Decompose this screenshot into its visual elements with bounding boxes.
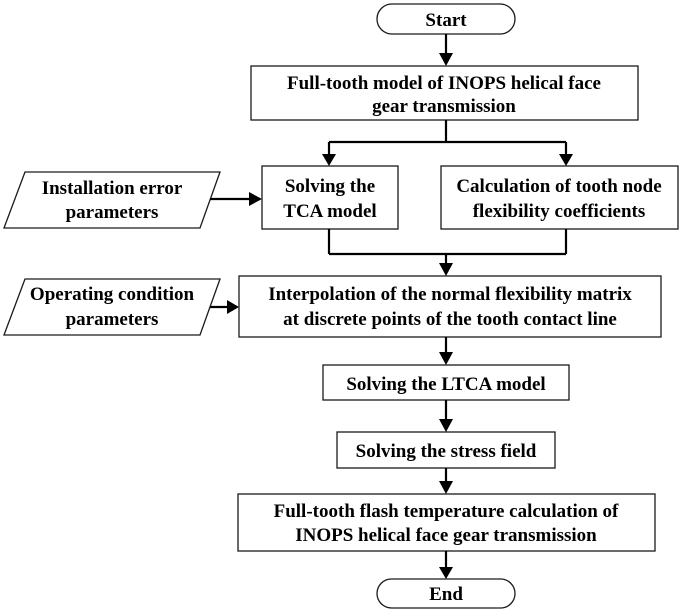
install-label-line2: parameters [66, 202, 159, 223]
operating-label-line1: Operating condition [30, 284, 195, 305]
operating-label-line2: parameters [66, 309, 159, 330]
arrowhead-flash [439, 481, 453, 494]
install-label-line1: Installation error [42, 178, 183, 199]
end-terminator [376, 578, 516, 609]
model-label-line1: Full-tooth model of INOPS helical face [287, 73, 601, 94]
end-label: End [429, 584, 463, 605]
arrowhead-install [249, 192, 262, 206]
ltca-process-box [322, 364, 570, 401]
stress-label: Solving the stress field [356, 441, 537, 462]
arrowhead-stress [439, 419, 453, 432]
arrowhead-end [439, 567, 453, 579]
tca-label-line2: TCA model [283, 201, 376, 222]
arrowhead-interp [439, 263, 453, 276]
interp-label-line1: Interpolation of the normal flexibility … [268, 284, 632, 305]
arrowhead-tca [322, 154, 336, 166]
flash-process-box [237, 493, 656, 552]
flex-process-box [440, 165, 679, 230]
ltca-label: Solving the LTCA model [346, 374, 545, 395]
flash-label-line1: Full-tooth flash temperature calculation… [274, 501, 619, 522]
arrowhead-ltca [439, 352, 453, 365]
flash-label-line2: INOPS helical face gear transmission [295, 525, 597, 546]
interp-process-box [238, 275, 662, 338]
start-label: Start [425, 10, 467, 31]
model-label-line2: gear transmission [372, 96, 516, 117]
arrowhead-operating [227, 300, 239, 314]
arrowhead-flex [559, 154, 573, 166]
model-process-box [250, 65, 639, 121]
operating-input-parallelogram [3, 278, 221, 336]
install-input-parallelogram [3, 171, 221, 229]
stress-process-box [336, 431, 556, 469]
arrowhead-model [439, 53, 453, 66]
tca-label-line1: Solving the [285, 176, 375, 197]
interp-label-line2: at discrete points of the tooth contact … [283, 309, 617, 330]
flex-label-line1: Calculation of tooth node [456, 176, 661, 197]
flex-label-line2: flexibility coefficients [473, 201, 646, 222]
